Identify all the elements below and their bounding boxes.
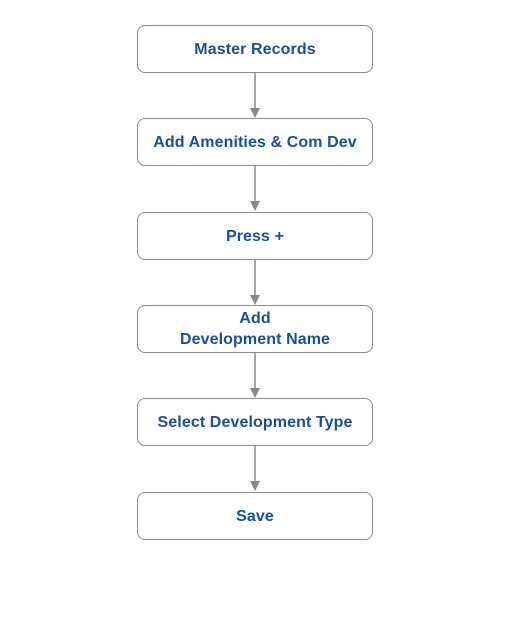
step-label: Add Development Name [179, 310, 331, 348]
arrow-connector [250, 353, 260, 398]
step-master-records: Master Records [137, 25, 373, 73]
step-add-development-name: Add Development Name [137, 305, 373, 353]
arrow-connector [250, 73, 260, 118]
step-label: Press + [225, 227, 285, 245]
step-select-development-type: Select Development Type [137, 398, 373, 446]
arrow-connector [250, 260, 260, 305]
step-press-plus: Press + [137, 212, 373, 260]
step-label: Save [236, 507, 274, 525]
arrow-connector [250, 446, 260, 491]
step-save: Save [137, 492, 373, 540]
step-label: Select Development Type [157, 413, 353, 431]
step-label: Master Records [194, 40, 316, 58]
step-label: Add Amenities & Com Dev [153, 133, 357, 151]
arrow-connector [250, 166, 260, 211]
step-add-amenities: Add Amenities & Com Dev [137, 118, 373, 166]
